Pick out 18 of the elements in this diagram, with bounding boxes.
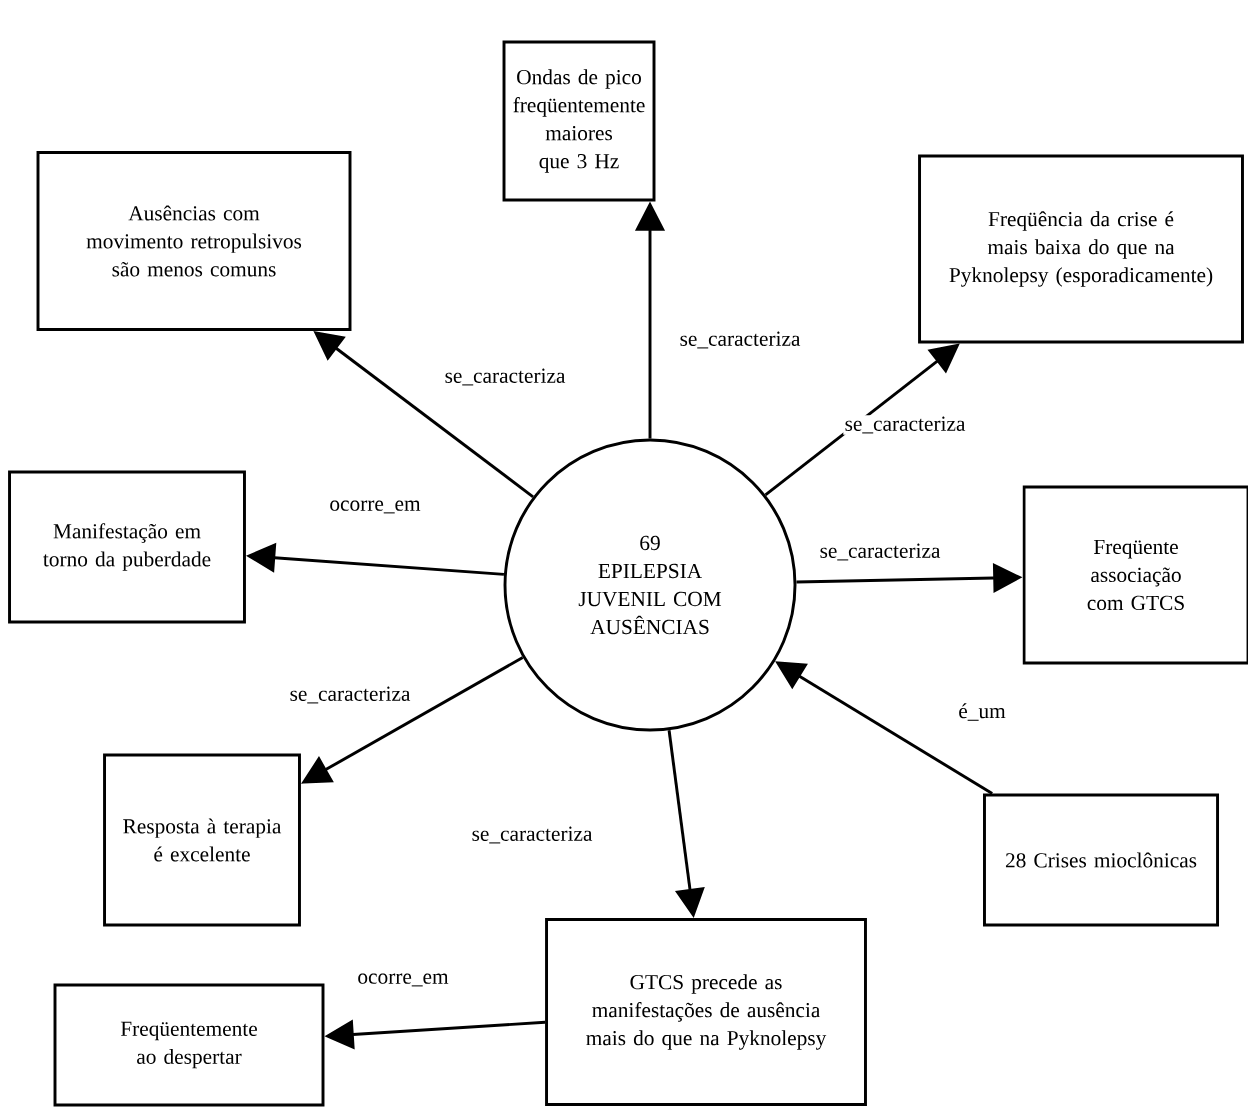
concept-box: Ausências com movimento retropulsivos são menos comuns [36,151,352,331]
concept-box: Freqüência da crise é mais baixa do que na Pyknolepsy (esporadicamente) [918,154,1244,344]
concept-box: Ondas de pico freqüentemente maiores que 3 Hz [502,40,656,202]
concept-box: 28 Crises mioclônicas [983,793,1219,927]
concept-box: Manifestação em torno da puberdade [8,470,246,624]
concept-box: Freqüentemente ao despertar [53,983,325,1107]
concept-box: GTCS precede as manifestações de ausência mais do que na Pyknolepsy [545,918,867,1106]
edge-label: se_caracteriza [288,685,412,705]
edge-label: ocorre_em [356,972,450,988]
edge-label: se_caracteriza [443,367,567,387]
edge-label: se_caracteriza [470,825,594,845]
edge-label: se_caracteriza [843,415,967,435]
concept-box: Freqüente associação com GTCS [1022,485,1248,665]
edge-label: se_caracteriza [678,330,802,350]
edge-label: é_um [957,701,1008,723]
edge-label: ocorre_em [328,499,422,515]
edge-label: se_caracteriza [818,542,942,562]
concept-box: Resposta à terapia é excelente [103,753,301,927]
